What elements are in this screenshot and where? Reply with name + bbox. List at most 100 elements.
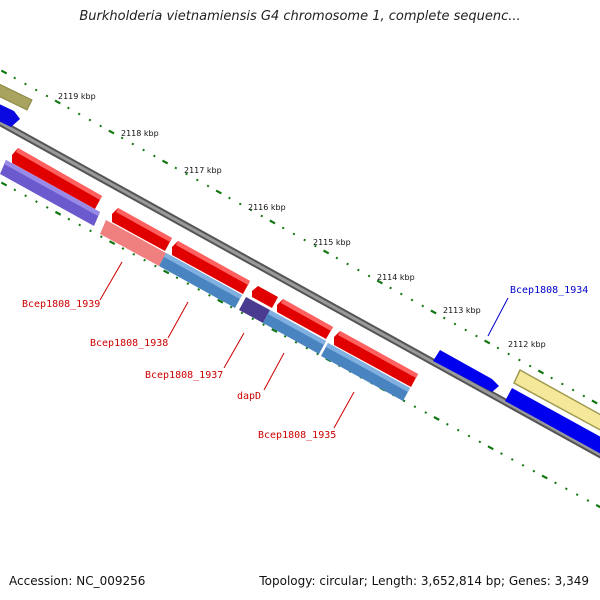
ruler-tick xyxy=(507,352,511,356)
ruler-tick xyxy=(175,276,179,280)
ruler-tick xyxy=(99,235,103,239)
tick-label-2115: 2115 kbp xyxy=(313,238,351,247)
ruler-tick xyxy=(335,256,339,260)
ruler-tick xyxy=(575,493,579,496)
ruler-tick xyxy=(142,148,145,152)
ruler-tick xyxy=(206,184,210,188)
gene-feature-steelblue-2 xyxy=(263,310,326,354)
gene-feature-red-2 xyxy=(112,208,172,251)
ruler-tick xyxy=(528,364,532,368)
ruler-tick xyxy=(269,219,276,225)
gene-label-bcep1808-1937[interactable]: Bcep1808_1937 xyxy=(145,370,223,381)
ruler-tick xyxy=(464,328,468,332)
ruler-tick xyxy=(571,388,575,392)
ruler-tick xyxy=(591,399,598,405)
ruler-tick xyxy=(537,369,545,375)
leader-1938 xyxy=(167,301,189,339)
gene-label-bcep1808-1934[interactable]: Bcep1808_1934 xyxy=(510,285,588,296)
ruler-tick xyxy=(152,154,156,158)
ruler-tick xyxy=(143,258,146,262)
ruler-tick xyxy=(249,208,253,212)
ruler-tick xyxy=(77,112,81,116)
tick-label-2114: 2114 kbp xyxy=(377,273,415,282)
summary-text: Topology: circular; Length: 3,652,814 bp… xyxy=(259,574,589,588)
ruler-tick xyxy=(197,288,201,291)
ruler-tick xyxy=(185,172,188,176)
tick-label-2116: 2116 kbp xyxy=(248,203,286,212)
gene-label-bcep1808-1935[interactable]: Bcep1808_1935 xyxy=(258,430,336,441)
ruler-tick xyxy=(402,399,406,403)
ruler-tick xyxy=(586,499,590,502)
ruler-tick xyxy=(45,94,49,98)
ruler-tick xyxy=(294,340,298,344)
gene-feature-red-4 xyxy=(277,299,333,339)
gene-feature-red-3 xyxy=(172,241,250,294)
ruler-tick xyxy=(442,316,446,320)
ruler-tick xyxy=(518,358,521,362)
ruler-tick xyxy=(121,247,125,250)
ruler-tick xyxy=(554,481,557,485)
ruler-tick xyxy=(34,88,38,92)
ruler-tick xyxy=(496,346,500,350)
ruler-tick xyxy=(132,252,136,256)
ruler-tick xyxy=(229,305,233,309)
ruler-tick xyxy=(154,264,157,268)
ruler-tick xyxy=(120,136,124,140)
map-title: Burkholderia vietnamiensis G4 chromosome… xyxy=(79,9,521,24)
ruler-tick xyxy=(322,249,330,255)
ruler-tick xyxy=(217,298,224,304)
ruler-tick xyxy=(413,405,417,409)
ruler-tick xyxy=(456,428,460,432)
ruler-tick xyxy=(0,181,8,187)
gene-feature-red-dapd xyxy=(252,286,278,308)
ruler-tick xyxy=(582,394,586,398)
ruler-tick xyxy=(376,279,383,285)
ruler-tick xyxy=(303,238,307,242)
ruler-tick xyxy=(260,214,264,218)
tick-label-2112: 2112 kbp xyxy=(508,340,546,349)
ruler-tick xyxy=(595,503,600,509)
ruler-tick xyxy=(78,223,82,227)
ruler-tick xyxy=(35,200,38,203)
ruler-tick xyxy=(346,262,349,266)
ruler-tick xyxy=(54,210,62,216)
ruler-tick xyxy=(541,474,548,480)
outer-ruler xyxy=(0,69,598,405)
gene-feature-darkpurple xyxy=(239,297,270,323)
gene-feature-steelblue-3 xyxy=(321,343,410,401)
gene-label-bcep1808-1938[interactable]: Bcep1808_1938 xyxy=(90,338,168,349)
leader-1935 xyxy=(333,391,355,429)
ruler-tick xyxy=(108,240,116,246)
ruler-tick xyxy=(0,69,8,75)
leader-1934 xyxy=(487,297,509,337)
accession-text: Accession: NC_009256 xyxy=(9,574,146,588)
ruler-tick xyxy=(89,229,92,233)
gene-label-dapd[interactable]: dapD xyxy=(237,391,261,402)
leader-dapd xyxy=(263,352,285,391)
gene-feature-purple xyxy=(0,160,100,226)
ruler-tick xyxy=(305,346,309,350)
gene-feature-steelblue-1 xyxy=(159,253,242,308)
gene-feature-blue-right xyxy=(505,388,600,454)
ruler-tick xyxy=(251,317,255,321)
ruler-tick xyxy=(174,166,178,170)
ruler-tick xyxy=(45,206,49,209)
ruler-tick xyxy=(421,304,425,308)
ruler-tick xyxy=(521,463,525,467)
gene-feature-red-1 xyxy=(12,148,102,209)
ruler-tick xyxy=(186,282,190,285)
ruler-tick xyxy=(314,244,317,248)
ruler-tick xyxy=(240,311,244,315)
gene-label-bcep1808-1939[interactable]: Bcep1808_1939 xyxy=(22,299,100,310)
ruler-tick xyxy=(478,440,482,444)
ruler-tick xyxy=(564,487,568,491)
tick-label-2117: 2117 kbp xyxy=(184,166,222,175)
ruler-tick xyxy=(67,217,71,221)
ruler-tick xyxy=(13,188,17,192)
ruler-tick xyxy=(238,202,242,206)
ruler-tick xyxy=(108,129,115,135)
gene-feature-blue-topleft xyxy=(0,104,20,127)
ruler-tick xyxy=(560,382,564,386)
ruler-tick xyxy=(24,194,27,198)
